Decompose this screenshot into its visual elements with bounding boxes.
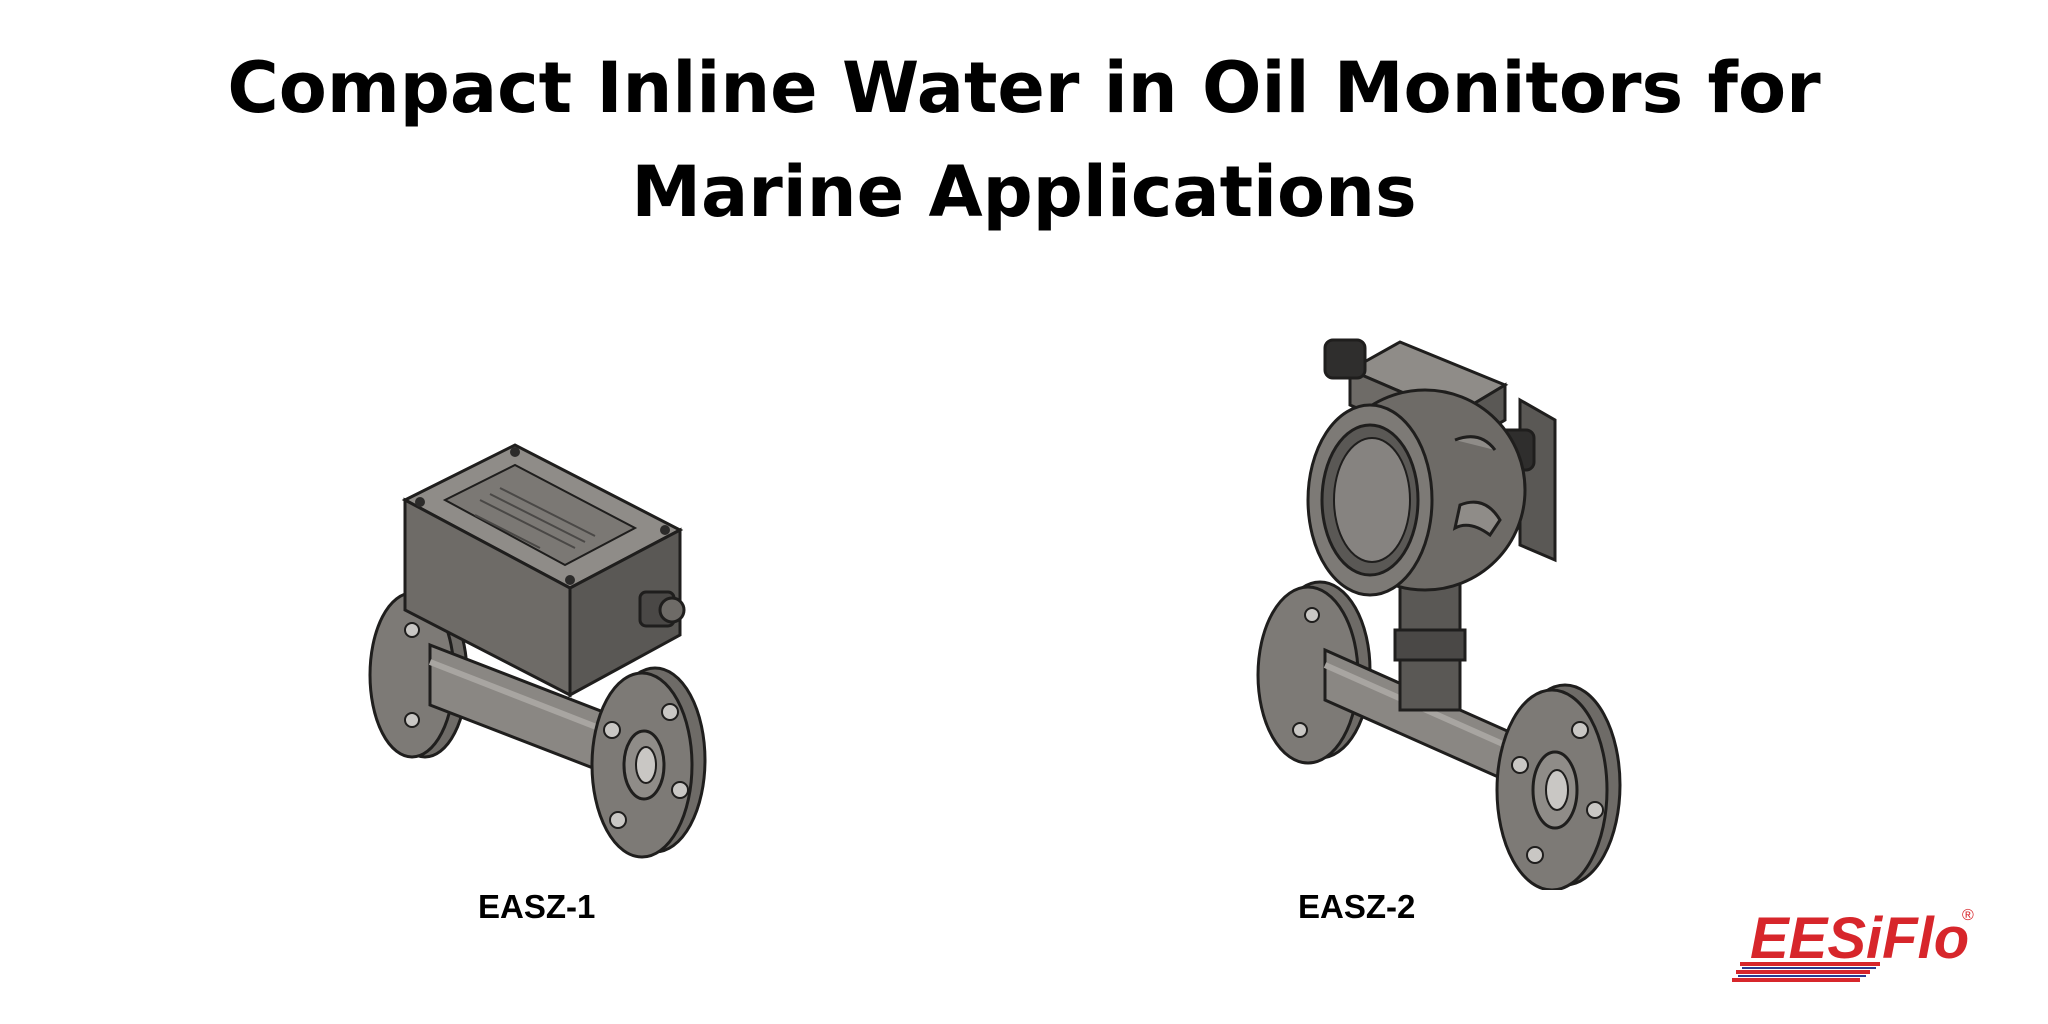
product-easz-2-image (1250, 330, 1630, 890)
logo-wordmark: EESiFlo (1750, 906, 1969, 971)
page-title: Compact Inline Water in Oil Monitors for… (0, 36, 2048, 244)
title-line-1: Compact Inline Water in Oil Monitors for (227, 47, 1821, 129)
eesiflo-logo-icon: EESiFlo ® (1732, 906, 1974, 982)
easz-2-monitor-icon (1256, 338, 1622, 890)
easz-1-monitor-icon (368, 443, 707, 859)
eesiflo-logo: EESiFlo ® (1730, 892, 2000, 992)
product-easz-1-image (350, 430, 730, 860)
product-label-easz-2: EASZ-2 (1298, 888, 1416, 925)
title-line-2: Marine Applications (631, 151, 1417, 233)
registered-mark: ® (1962, 907, 1974, 924)
product-label-easz-1: EASZ-1 (478, 888, 596, 925)
